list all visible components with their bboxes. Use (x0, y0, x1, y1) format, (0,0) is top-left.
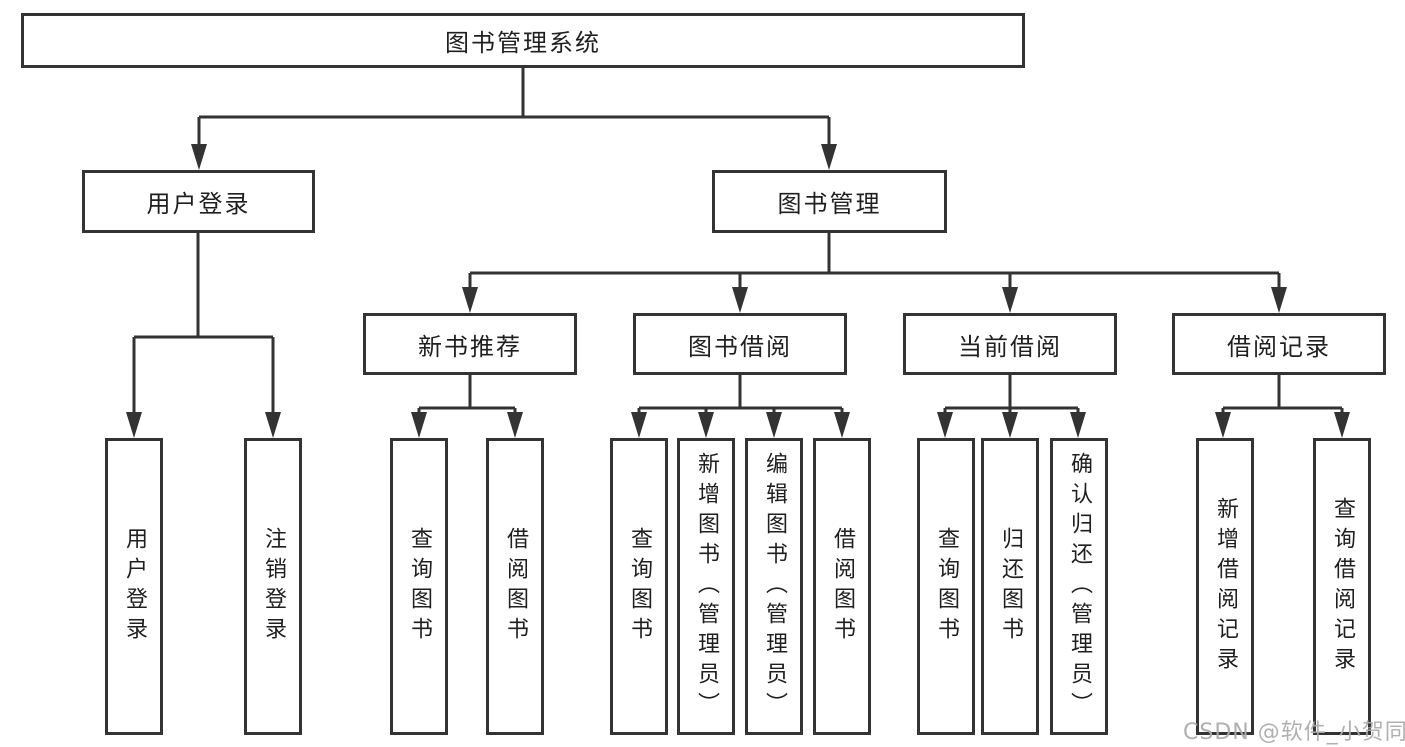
leaf-label: 借阅图书 (503, 526, 528, 647)
leaf-label: 查询图书 (934, 526, 959, 647)
leaf-confirm-return-admin: 确认归还（管理员） (1050, 438, 1108, 735)
leaf-label: 查询图书 (627, 526, 652, 647)
leaf-label: 注销登录 (261, 526, 286, 647)
leaf-label: 借阅图书 (830, 526, 855, 647)
leaf-query-books-recommend: 查询图书 (390, 438, 448, 735)
leaf-label: 归还图书 (998, 526, 1023, 647)
node-book-borrow: 图书借阅 (633, 313, 847, 375)
leaf-label: 用户登录 (122, 526, 147, 647)
leaf-query-books-borrow: 查询图书 (610, 438, 668, 735)
leaf-edit-books-admin: 编辑图书（管理员） (745, 438, 803, 735)
leaf-label: 新增图书（管理员） (694, 451, 719, 722)
leaf-label: 新增借阅记录 (1213, 496, 1238, 677)
node-user-login: 用户登录 (82, 170, 315, 233)
leaf-borrow-books: 借阅图书 (813, 438, 871, 735)
leaf-label: 查询借阅记录 (1330, 496, 1355, 677)
leaf-label: 查询图书 (407, 526, 432, 647)
leaf-user-login: 用户登录 (105, 438, 163, 735)
leaf-add-books-admin: 新增图书（管理员） (677, 438, 735, 735)
node-root-library-system: 图书管理系统 (21, 13, 1025, 68)
leaf-query-borrow-record: 查询借阅记录 (1313, 438, 1371, 735)
leaf-label: 确认归还（管理员） (1067, 451, 1092, 722)
leaf-borrow-books-recommend: 借阅图书 (486, 438, 544, 735)
node-new-book-recommend: 新书推荐 (363, 313, 577, 375)
leaf-logout: 注销登录 (244, 438, 302, 735)
node-borrow-records: 借阅记录 (1172, 313, 1386, 375)
leaf-query-books-current: 查询图书 (917, 438, 975, 735)
csdn-watermark: CSDN @软件_小贺同学 (1183, 720, 1405, 745)
node-current-borrow: 当前借阅 (903, 313, 1117, 375)
node-book-management: 图书管理 (712, 170, 947, 233)
leaf-return-books: 归还图书 (981, 438, 1039, 735)
leaf-add-borrow-record: 新增借阅记录 (1196, 438, 1254, 735)
leaf-label: 编辑图书（管理员） (762, 451, 787, 722)
